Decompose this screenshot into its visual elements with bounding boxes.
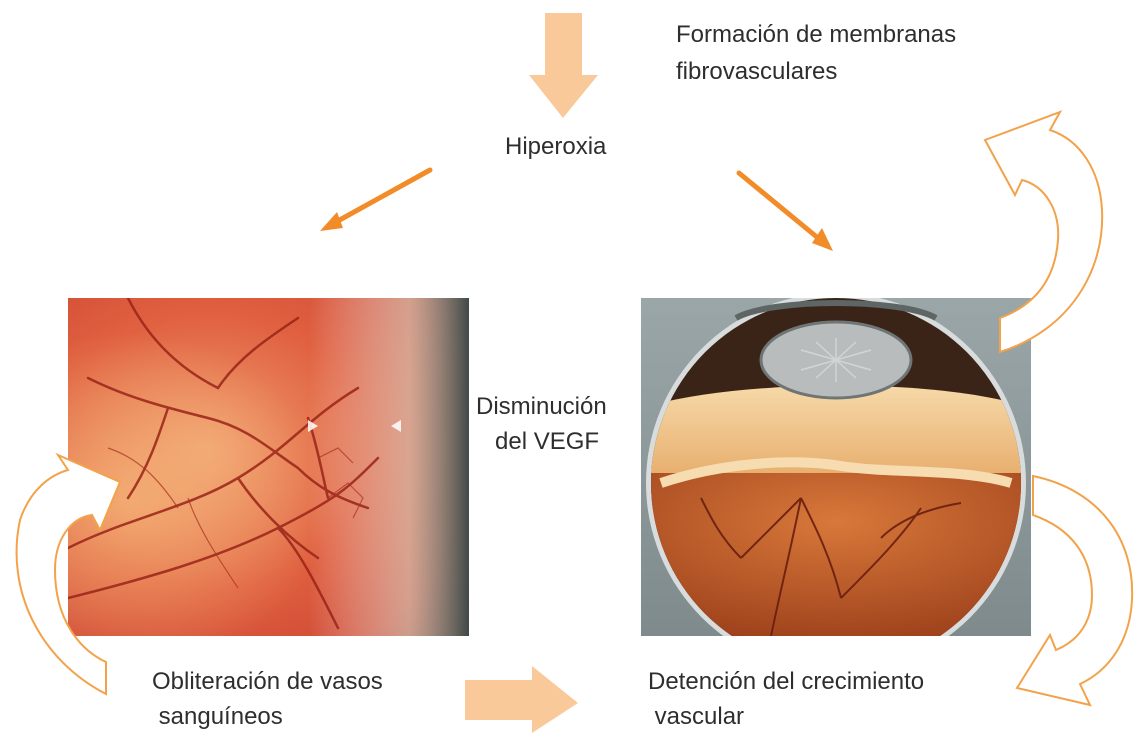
block-arrow-right-bottom [465, 666, 578, 733]
label-detencion-line2: vascular [648, 700, 744, 733]
curved-arrow-bottom-right [1017, 476, 1132, 705]
label-detencion-line1: Detención del crecimiento [648, 665, 924, 698]
arrow-hiperoxia-to-right [739, 173, 833, 251]
label-disminucion: Disminución [476, 390, 607, 423]
label-vegf: del VEGF [495, 425, 599, 458]
arrow-hiperoxia-to-left [320, 170, 430, 231]
block-arrow-down-top [529, 13, 598, 118]
label-membranas-line2: fibrovasculares [676, 55, 837, 88]
label-obliteracion-line2: sanguíneos [152, 700, 283, 733]
curved-arrow-top-right [985, 112, 1102, 352]
label-membranas-line1: Formación de membranas [676, 18, 956, 51]
curved-arrow-left [17, 455, 120, 694]
label-obliteracion-line1: Obliteración de vasos [152, 665, 383, 698]
label-hiperoxia: Hiperoxia [505, 130, 606, 163]
